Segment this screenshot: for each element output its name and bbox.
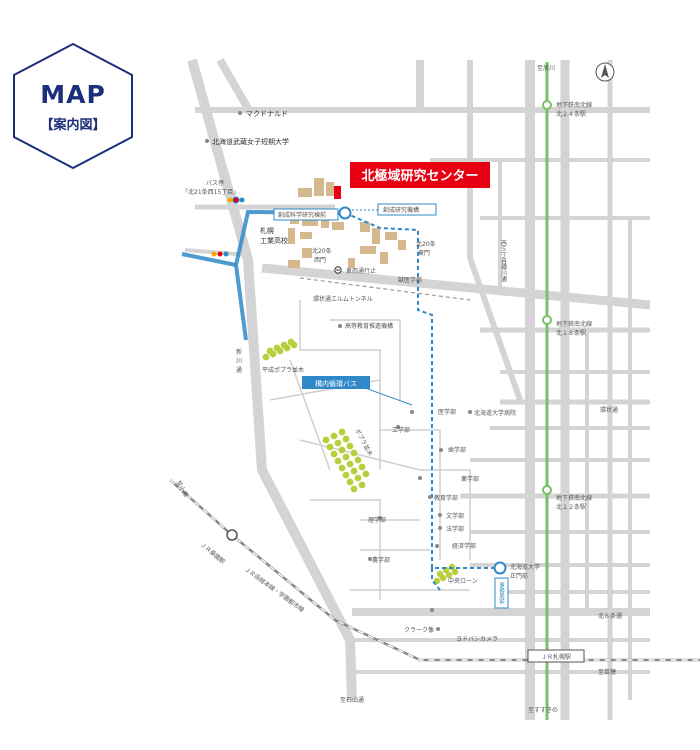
highlight-box [350,162,490,188]
road-kannjo [261,263,651,310]
hexagon-icon [13,42,133,170]
label-poplar-1: 平成ポプラ並木 [262,366,304,374]
landmark-dots [205,111,472,631]
bus-stop-sousei-icon [338,206,352,220]
label-agriculture: 農学部 [372,556,390,564]
label-vet: 獣医学部 [398,276,422,284]
label-campus-bus: 構内循環バス [315,379,357,388]
road-diagonal-west [187,58,357,701]
walking-route [344,212,500,591]
label-dentistry: 歯学部 [448,446,466,454]
label-central-lawn: 中央ローン [448,577,478,585]
label-kannjo: 環状通 [600,406,618,414]
traffic-light-icon [211,197,245,257]
label-office: 事務局前 [498,581,505,606]
label-kita20-west-1: 北20条 [312,247,332,255]
bus-stop-main-gate-icon [493,561,507,575]
poplar-trees [262,338,459,585]
label-shinkawa-3: 通 [236,366,242,374]
label-mcdonalds: マクドナルド [246,110,288,118]
label-kita8: 北８条通 [598,612,622,620]
elm-tunnel [299,277,471,301]
label-clark: クラーク像 [404,626,434,634]
label-bus-stop-1: バス停 [206,179,224,187]
north-arrow-icon [595,62,615,82]
label-nishi5: 西５丁目樽川通 [500,240,507,283]
road-east-edge [467,60,523,401]
label-kogyo-2: 工業高校 [260,236,288,245]
station-kita24-icon [542,100,552,110]
road-network [184,58,651,720]
label-law: 法学部 [446,525,464,533]
label-shinkawa-2: 川 [236,358,242,365]
highlight-label: 北極域研究センター [361,168,478,184]
sousei-bus-label-box [273,208,339,221]
label-sousei-building: 創成研究機構 [383,206,419,214]
label-main-gate-2: 正門前 [510,572,528,580]
label-jr-kuwazono: ＪＲ桑園駅 [199,540,227,565]
label-st18-2: 北１８条駅 [556,329,586,337]
label-medicine: 医学部 [438,408,456,416]
sousei-building-label-box [377,203,437,216]
label-koto-kyoiku: 高等教育推進機構 [345,322,393,330]
label-st12-1: 地下鉄南北線 [556,494,592,502]
label-car-road: 車両通行止 [346,267,376,275]
label-yodobashi: ヨドバシカメラ [456,636,498,643]
subway-stations [542,100,552,495]
label-to-asahikawa: 至旭川 [537,64,555,72]
label-shinkawa-1: 新 [236,348,242,356]
office-label-box [494,577,509,609]
badge-title: MAP [40,80,106,109]
label-to-otaru: 至小樽 [174,479,190,499]
label-to-naebo: 至苗穂 [598,668,616,676]
campus-paths [269,300,471,600]
label-sousei-bus: 創成科学研究棟前 [278,211,326,219]
label-st18-1: 地下鉄南北線 [556,320,592,328]
label-to-susukino: 至すすきの [528,707,558,714]
label-kita20-east-2: 東門 [418,249,430,257]
label-letters: 文学部 [446,512,464,520]
label-kita20-west-2: 西門 [314,257,326,264]
label-fuji-college: 北海道武蔵女子短期大学 [212,137,289,146]
jr-kuwazono-station-icon [226,529,238,541]
jr-railway [169,479,700,662]
label-st12-2: 北１２条駅 [556,503,586,511]
buildings [288,178,406,268]
label-hospital: 北海道大学病院 [474,409,516,417]
label-main-gate-1: 北海道大学 [510,563,540,571]
campus-bus-label-box [302,376,370,389]
map-title-badge: MAP 【案内図】 [10,42,136,170]
station-kita12-icon [542,485,552,495]
label-st24-1: 地下鉄南北線 [556,101,592,109]
label-kogyo-1: 札幌 [260,226,274,235]
label-engineering: 工学部 [392,426,410,434]
label-st24-2: 北２４条駅 [556,110,586,118]
label-pharmacy: 薬学部 [461,475,479,483]
label-economics: 経済学部 [452,542,476,550]
badge-subtitle: 【案内図】 [40,118,106,133]
research-center-building [334,186,341,199]
label-elm-tunnel: 環状通エルムトンネル [313,295,373,303]
label-education: 教育学部 [434,494,458,502]
road-north-diagonal [216,58,254,114]
label-kita20-east-1: 北20条 [416,240,436,248]
label-jr-sapporo: ＪＲ札幌駅 [541,653,571,661]
label-science: 理学部 [368,516,386,524]
station-kita18-icon [542,315,552,325]
label-bus-stop-2: 「北21条西15丁目」 [182,188,239,196]
label-to-ishiyama: 至石山通 [340,696,364,704]
jr-sapporo-box [527,649,585,663]
